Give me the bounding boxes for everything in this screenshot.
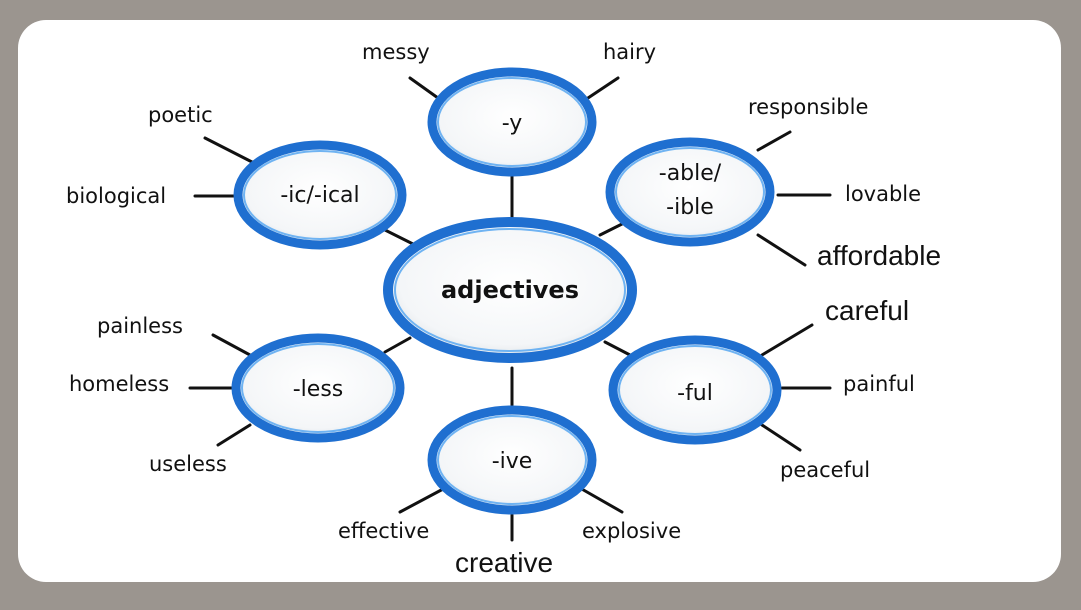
word-responsible: responsible	[748, 95, 868, 119]
node-ive-label: -ive	[492, 449, 533, 474]
spoke-careful	[760, 323, 814, 357]
word-effective: effective	[338, 519, 429, 543]
center-label: adjectives	[441, 276, 579, 304]
word-careful: careful	[825, 295, 909, 326]
word-useless: useless	[149, 452, 227, 476]
word-hairy: hairy	[603, 40, 656, 64]
word-painful: painful	[843, 372, 915, 396]
node-y-label: -y	[502, 111, 523, 136]
word-painless: painless	[97, 314, 183, 338]
spoke-messy	[408, 76, 440, 100]
spoke-explosive	[578, 486, 624, 514]
word-peaceful: peaceful	[780, 458, 870, 482]
word-homeless: homeless	[69, 372, 169, 396]
node-ive: -ive	[427, 405, 597, 515]
connector-center-ful	[603, 340, 632, 357]
node-center: adjectives	[383, 217, 637, 363]
spoke-poetic	[203, 136, 254, 164]
spoke-effective	[398, 486, 447, 514]
word-affordable: affordable	[817, 240, 941, 271]
word-biological: biological	[66, 184, 166, 208]
connector-center-ic	[383, 228, 417, 247]
word-creative: creative	[455, 547, 553, 578]
node-y: -y	[427, 67, 597, 177]
word-lovable: lovable	[845, 182, 921, 206]
word-poetic: poetic	[148, 103, 213, 127]
connector-center-less	[383, 336, 412, 354]
node-ful: -ful	[608, 335, 782, 445]
node-able: -able/ -ible	[605, 137, 775, 247]
spoke-responsible	[756, 130, 792, 152]
node-able-label-line2: -ible	[666, 195, 714, 220]
spoke-painless	[211, 333, 252, 357]
word-explosive: explosive	[582, 519, 681, 543]
node-able-label-line1: -able/	[659, 161, 722, 186]
spoke-peaceful	[760, 423, 802, 452]
node-less-label: -less	[293, 377, 344, 402]
spoke-useless	[216, 423, 252, 447]
connector-lines	[188, 76, 832, 542]
node-ic-label: -ic/-ical	[280, 183, 359, 208]
word-messy: messy	[362, 40, 430, 64]
node-ic: -ic/-ical	[233, 140, 407, 250]
node-ful-label: -ful	[677, 381, 713, 406]
node-less: -less	[231, 333, 405, 443]
spoke-hairy	[586, 76, 620, 100]
spoke-affordable	[756, 233, 807, 267]
